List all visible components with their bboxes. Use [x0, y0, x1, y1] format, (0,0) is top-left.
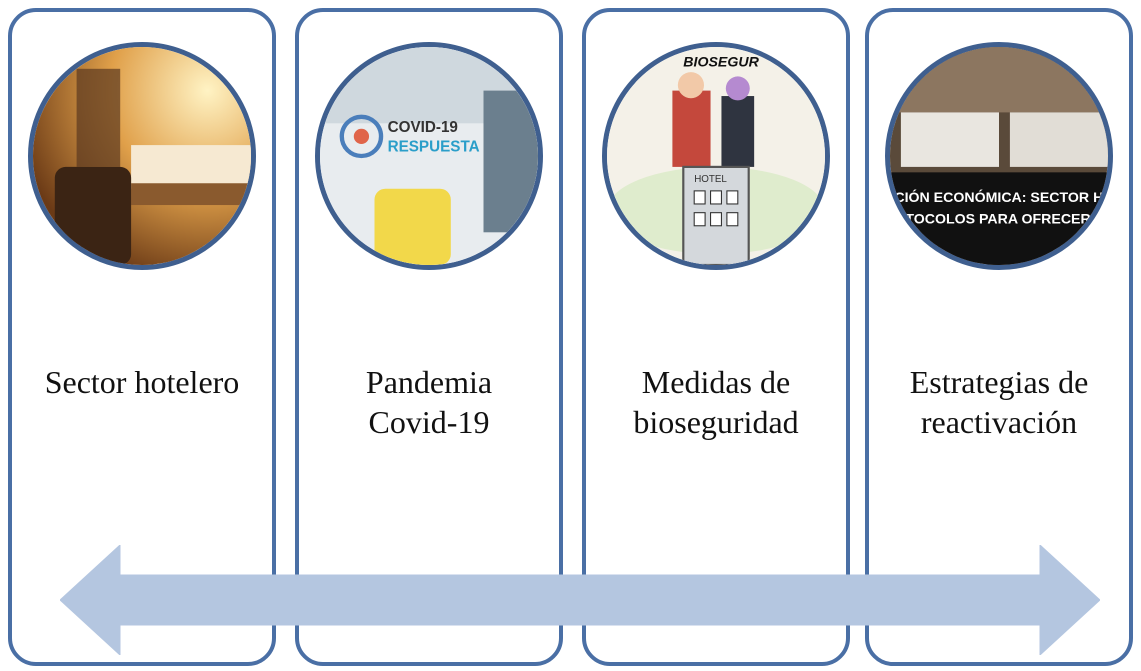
strategy-image-text-2: OTOCOLOS PARA OFRECER: [894, 212, 1090, 228]
double-arrow-shape: [60, 545, 1100, 655]
biosecurity-image-text-1: BIOSEGUR: [683, 55, 759, 71]
biosecurity-image-text-2: HOTEL: [694, 174, 727, 185]
double-arrow: [60, 545, 1100, 655]
panel-sector-hotelero: Sector hotelero: [8, 8, 276, 666]
hotel-strategy-photo: CIÓN ECONÓMICA: SECTOR HO OTOCOLOS PARA …: [885, 42, 1113, 270]
panel-bioseguridad: BIOSEGUR HOTEL Medidas de bioseguridad: [582, 8, 850, 666]
covid-image-text-1: COVID-19: [388, 119, 458, 136]
covid-image-text-2: RESPUESTA: [388, 139, 480, 156]
hotel-room-photo: [28, 42, 256, 270]
panel-pandemia: COVID-19 RESPUESTA Pandemia Covid-19: [295, 8, 563, 666]
panel-label: Estrategias de reactivación: [909, 364, 1089, 440]
panel-label: Pandemia Covid-19: [365, 364, 493, 440]
panel-reactivacion: CIÓN ECONÓMICA: SECTOR HO OTOCOLOS PARA …: [865, 8, 1133, 666]
panel-label: Sector hotelero: [44, 364, 240, 400]
strategy-image-text-1: CIÓN ECONÓMICA: SECTOR HO: [894, 188, 1108, 206]
covid-response-photo: COVID-19 RESPUESTA: [315, 42, 543, 270]
panel-label: Medidas de bioseguridad: [633, 364, 799, 440]
biosecurity-illustration: BIOSEGUR HOTEL: [602, 42, 830, 270]
